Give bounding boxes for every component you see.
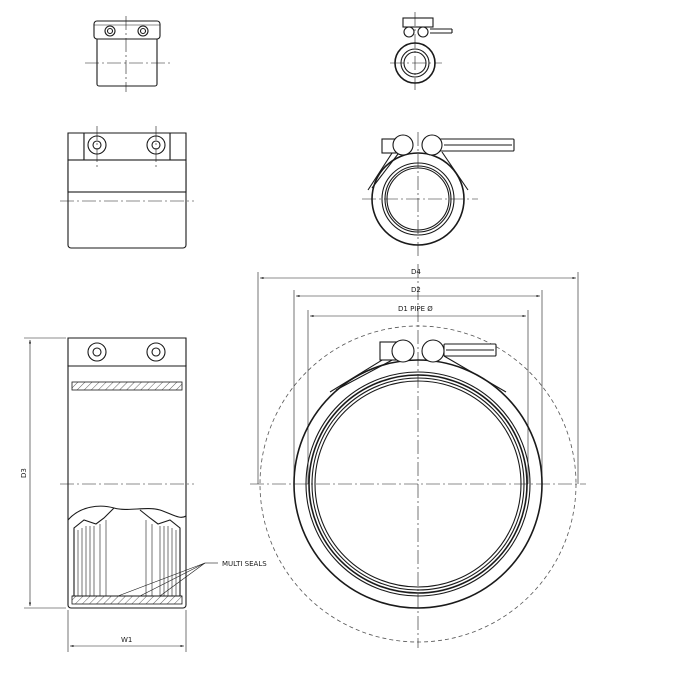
d3-label: D3 xyxy=(20,468,28,478)
d2-label: D2 xyxy=(411,286,421,294)
w1-label: W1 xyxy=(121,636,132,644)
d1-pipe-label: D1 PIPE Ø xyxy=(398,305,433,313)
seal-ribs xyxy=(77,520,177,596)
multi-seals-label: MULTI SEALS xyxy=(222,560,267,568)
d4-label: D4 xyxy=(411,268,421,276)
bolt-head-right xyxy=(137,25,149,37)
bolt-head-left xyxy=(104,25,116,37)
small-end-view xyxy=(390,12,453,90)
large-side-section-view: MULTI SEALS D3 W1 xyxy=(20,337,267,652)
bolt-head-right xyxy=(146,342,166,362)
medium-side-view xyxy=(60,126,194,249)
medium-end-view xyxy=(362,132,515,258)
large-end-view: D4 D2 D1 PIPE Ø xyxy=(250,264,586,648)
bolt-head-left xyxy=(87,342,107,362)
small-side-view xyxy=(85,16,170,92)
